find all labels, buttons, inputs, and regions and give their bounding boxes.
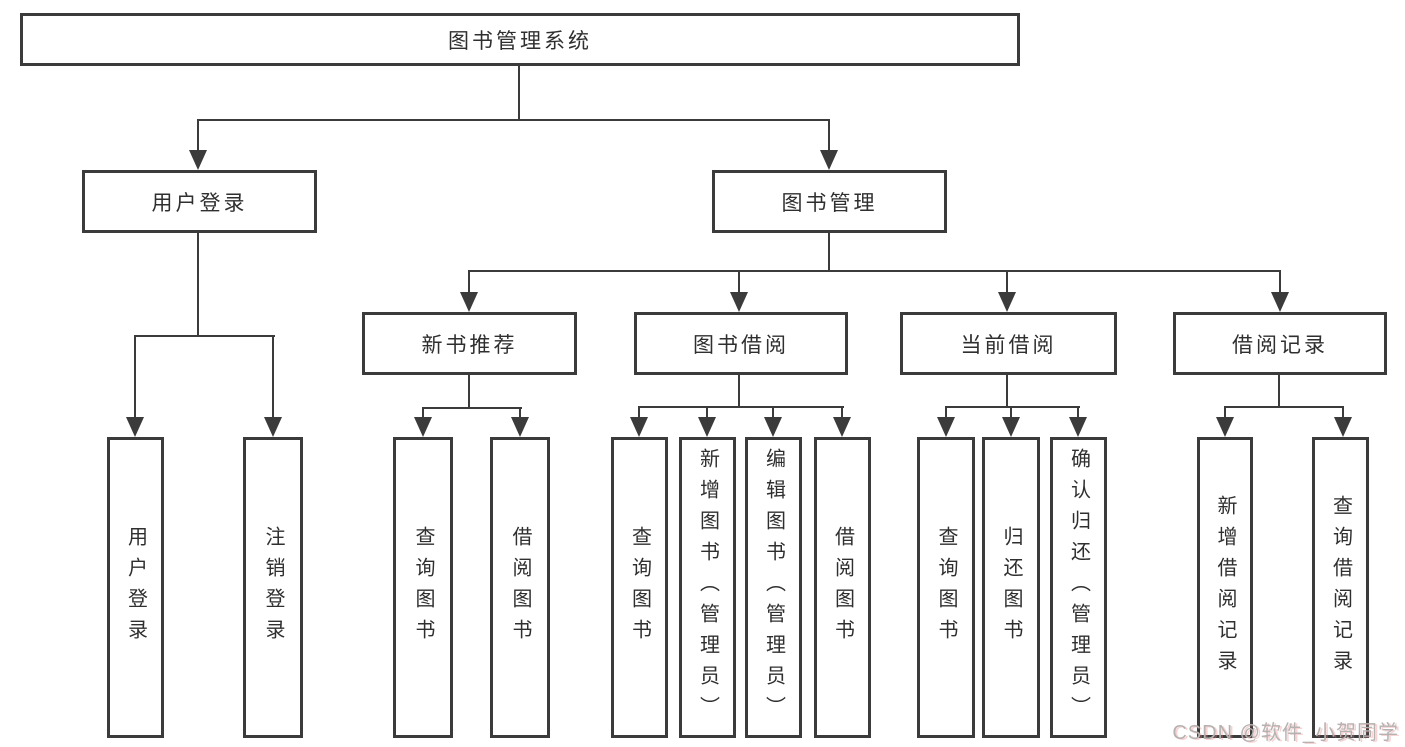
node-root-label: 图书管理系统 bbox=[448, 29, 592, 53]
leaf-edit-book-admin: 编辑图书（管理员） bbox=[745, 437, 802, 738]
arrow-to-new-book-recommend-icon bbox=[460, 292, 478, 312]
leaf-query-books-recommend: 查询图书 bbox=[393, 437, 453, 738]
leaf-query-borrow-record: 查询借阅记录 bbox=[1312, 437, 1369, 738]
arrow-to-leaf-query-record-icon bbox=[1334, 417, 1352, 437]
leaf-confirm-return-admin-label: 确认归还（管理员） bbox=[1067, 448, 1090, 727]
connector-to-leaf-query-recommend bbox=[422, 407, 424, 419]
leaf-query-books-borrow-label: 查询图书 bbox=[628, 525, 651, 650]
arrow-to-user-login-icon bbox=[189, 150, 207, 170]
arrow-to-leaf-return-books-icon bbox=[1002, 417, 1020, 437]
connector-level3-rail bbox=[468, 270, 1281, 272]
leaf-borrow-books-recommend-label: 借阅图书 bbox=[509, 525, 531, 650]
node-borrow-records-label: 借阅记录 bbox=[1232, 333, 1328, 357]
arrow-to-leaf-borrow-book-icon bbox=[833, 417, 851, 437]
connector-recommend-rail bbox=[422, 407, 522, 409]
leaf-query-borrow-record-label: 查询借阅记录 bbox=[1329, 494, 1352, 681]
connector-to-leaf-confirm-return bbox=[1077, 406, 1079, 419]
arrow-to-leaf-add-record-icon bbox=[1216, 417, 1234, 437]
node-book-management: 图书管理 bbox=[712, 170, 947, 233]
connector-to-new-book-recommend bbox=[468, 270, 470, 294]
leaf-borrow-books-borrow-label: 借阅图书 bbox=[831, 525, 854, 650]
connector-root-stem bbox=[518, 64, 520, 121]
connector-to-current-borrow bbox=[1006, 270, 1008, 294]
leaf-add-book-admin: 新增图书（管理员） bbox=[679, 437, 736, 738]
leaf-add-book-admin-label: 新增图书（管理员） bbox=[696, 448, 719, 727]
leaf-user-login-label: 用户登录 bbox=[124, 525, 147, 650]
node-current-borrow-label: 当前借阅 bbox=[960, 333, 1057, 357]
connector-to-borrow-records bbox=[1279, 270, 1281, 294]
arrow-to-leaf-user-login-icon bbox=[126, 417, 144, 437]
connector-to-book-management bbox=[828, 119, 830, 152]
connector-user-login-stem bbox=[197, 231, 199, 337]
arrow-to-leaf-confirm-return-icon bbox=[1069, 417, 1087, 437]
connector-book-mgmt-stem bbox=[828, 231, 830, 272]
leaf-confirm-return-admin: 确认归还（管理员） bbox=[1050, 437, 1107, 738]
leaf-return-books-label: 归还图书 bbox=[1000, 525, 1022, 650]
connector-to-leaf-edit-book bbox=[772, 406, 774, 419]
arrow-to-leaf-logout-icon bbox=[264, 417, 282, 437]
arrow-to-leaf-borrow-recommend-icon bbox=[511, 417, 529, 437]
leaf-borrow-books-recommend: 借阅图书 bbox=[490, 437, 550, 738]
connector-level2-rail bbox=[197, 119, 830, 121]
arrow-to-leaf-query-current-icon bbox=[937, 417, 955, 437]
leaf-logout: 注销登录 bbox=[243, 437, 303, 738]
connector-to-leaf-query-record bbox=[1342, 406, 1344, 419]
arrow-to-leaf-query-borrow-icon bbox=[630, 417, 648, 437]
connector-to-leaf-logout bbox=[272, 335, 274, 419]
connector-records-stem bbox=[1278, 373, 1280, 408]
leaf-query-books-current-label: 查询图书 bbox=[935, 525, 957, 650]
arrow-to-book-borrow-icon bbox=[730, 292, 748, 312]
connector-to-leaf-add-record bbox=[1224, 406, 1226, 419]
watermark: CSDN @软件_小贺同学 bbox=[1172, 722, 1399, 744]
leaf-query-books-current: 查询图书 bbox=[917, 437, 975, 738]
leaf-edit-book-admin-label: 编辑图书（管理员） bbox=[762, 448, 785, 727]
node-user-login: 用户登录 bbox=[82, 170, 317, 233]
leaf-return-books: 归还图书 bbox=[982, 437, 1040, 738]
connector-borrow-stem bbox=[738, 373, 740, 408]
leaf-add-borrow-record-label: 新增借阅记录 bbox=[1214, 494, 1236, 681]
connector-to-leaf-user-login bbox=[134, 335, 136, 419]
leaf-logout-label: 注销登录 bbox=[262, 525, 284, 650]
leaf-query-books-borrow: 查询图书 bbox=[611, 437, 668, 738]
arrow-to-leaf-query-recommend-icon bbox=[414, 417, 432, 437]
node-user-login-label: 用户登录 bbox=[151, 191, 248, 215]
connector-borrow-rail bbox=[638, 406, 844, 408]
connector-to-book-borrow bbox=[738, 270, 740, 294]
arrow-to-borrow-records-icon bbox=[1271, 292, 1289, 312]
connector-records-rail bbox=[1224, 406, 1344, 408]
arrow-to-leaf-add-book-icon bbox=[698, 417, 716, 437]
connector-recommend-stem bbox=[468, 373, 470, 409]
node-book-borrow: 图书借阅 bbox=[634, 312, 848, 375]
arrow-to-book-management-icon bbox=[820, 150, 838, 170]
connector-current-stem bbox=[1006, 373, 1008, 408]
connector-to-leaf-query-borrow bbox=[638, 406, 640, 419]
connector-to-user-login bbox=[197, 119, 199, 152]
node-book-borrow-label: 图书借阅 bbox=[693, 333, 789, 357]
leaf-add-borrow-record: 新增借阅记录 bbox=[1197, 437, 1253, 738]
node-new-book-recommend-label: 新书推荐 bbox=[421, 333, 518, 357]
connector-to-leaf-return-books bbox=[1010, 406, 1012, 419]
connector-user-login-rail bbox=[134, 335, 275, 337]
node-borrow-records: 借阅记录 bbox=[1173, 312, 1387, 375]
leaf-borrow-books-borrow: 借阅图书 bbox=[814, 437, 871, 738]
node-root: 图书管理系统 bbox=[20, 13, 1020, 66]
arrow-to-leaf-edit-book-icon bbox=[764, 417, 782, 437]
node-new-book-recommend: 新书推荐 bbox=[362, 312, 577, 375]
arrow-to-current-borrow-icon bbox=[998, 292, 1016, 312]
connector-to-leaf-add-book bbox=[706, 406, 708, 419]
connector-to-leaf-borrow-book bbox=[841, 406, 843, 419]
connector-to-leaf-borrow-recommend bbox=[519, 407, 521, 419]
connector-to-leaf-query-current bbox=[945, 406, 947, 419]
leaf-user-login: 用户登录 bbox=[107, 437, 164, 738]
node-current-borrow: 当前借阅 bbox=[900, 312, 1117, 375]
node-book-management-label: 图书管理 bbox=[781, 191, 878, 215]
leaf-query-books-recommend-label: 查询图书 bbox=[412, 525, 434, 650]
connector-current-rail bbox=[945, 406, 1080, 408]
